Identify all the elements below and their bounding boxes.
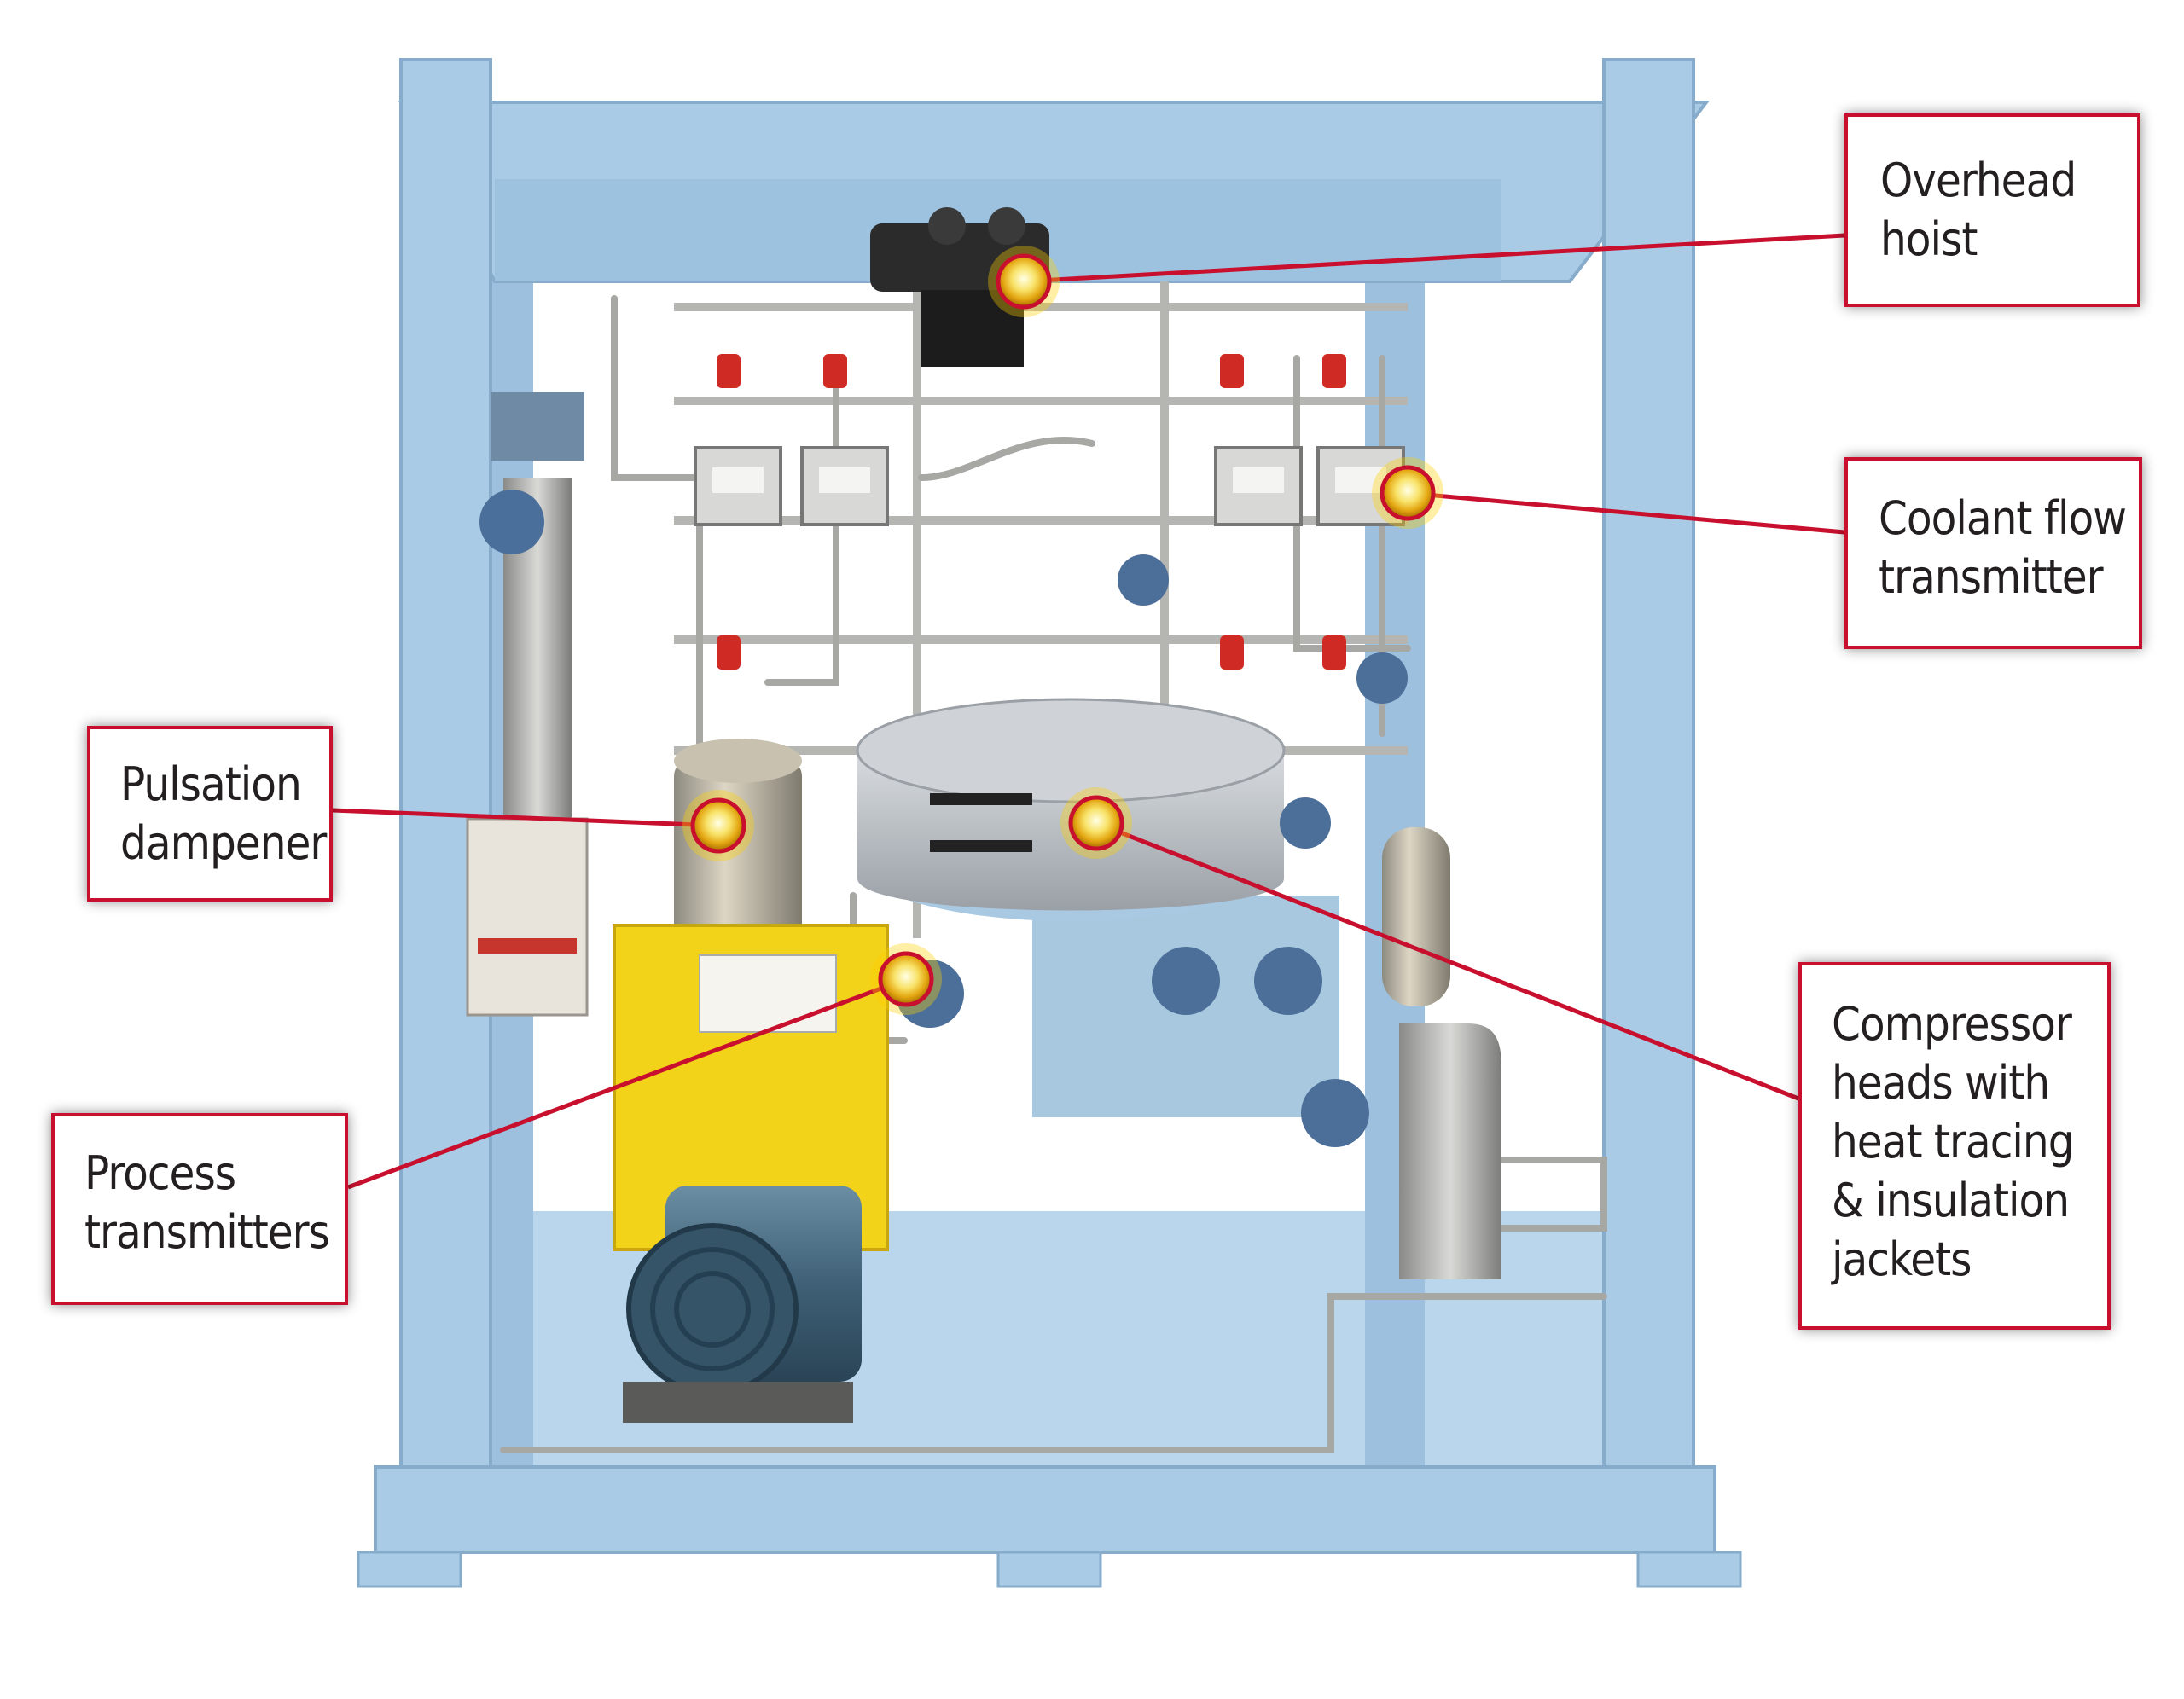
electric-motor (623, 1186, 862, 1423)
callout-line: heat tracing (1832, 1115, 2075, 1169)
valve-handles (512, 354, 1346, 708)
frame-foot-left (357, 1551, 462, 1588)
frame-front-post-right (1602, 58, 1695, 1511)
callout-line: dampener (120, 816, 327, 871)
leader-coolant-flow (1407, 490, 1845, 535)
front-support-frame (870, 1100, 1275, 1484)
frame-front-post-left (399, 58, 492, 1511)
callout-overhead-hoist: Overhead hoist (1844, 113, 2140, 307)
callout-compressor-heads: Compressor heads with heat tracing & ins… (1798, 962, 2111, 1330)
callout-line: Process (84, 1146, 236, 1200)
frame-foot-right (1636, 1551, 1742, 1588)
callout-line: Overhead (1880, 154, 2077, 207)
callout-line: jackets (1832, 1232, 1972, 1287)
nameplate (466, 817, 589, 1017)
callout-line: Compressor (1832, 997, 2072, 1051)
callout-pulsation-dampener: Pulsation dampener (87, 726, 333, 902)
hotspot-overhead-hoist[interactable] (988, 246, 1060, 317)
callout-line: hoist (1880, 212, 1978, 267)
leader-compressor (1095, 821, 1799, 1101)
callout-line: transmitters (84, 1205, 330, 1260)
hotspot-coolant-flow[interactable] (1372, 457, 1443, 529)
heat-exchanger (1382, 827, 1502, 1279)
callout-line: Pulsation (120, 757, 302, 811)
callout-line: Coolant flow (1879, 491, 2127, 545)
coolant-flow-gauges (694, 446, 1405, 526)
leader-process (347, 977, 907, 1190)
hotspot-markers (682, 246, 1443, 1015)
process-transmitters (896, 554, 1408, 1147)
callout-coolant-flow-transmitter: Coolant flow transmitter (1844, 457, 2142, 649)
compressor-heads-insulated (856, 698, 1339, 1117)
hotspot-process[interactable] (870, 943, 942, 1015)
callout-process-transmitters: Process transmitters (51, 1113, 348, 1305)
leader-pulsation (332, 808, 719, 828)
leader-overhead-hoist (1023, 233, 1845, 284)
hotspot-pulsation[interactable] (682, 790, 754, 861)
frame-base-rail (374, 1465, 1716, 1554)
callout-line: transmitter (1879, 550, 2104, 605)
frame-foot-center (996, 1551, 1102, 1588)
hotspot-compressor[interactable] (1060, 787, 1132, 859)
leader-lines (332, 233, 1845, 1190)
callout-line: heads with (1832, 1056, 2050, 1110)
callout-line: & insulation (1832, 1174, 2070, 1228)
